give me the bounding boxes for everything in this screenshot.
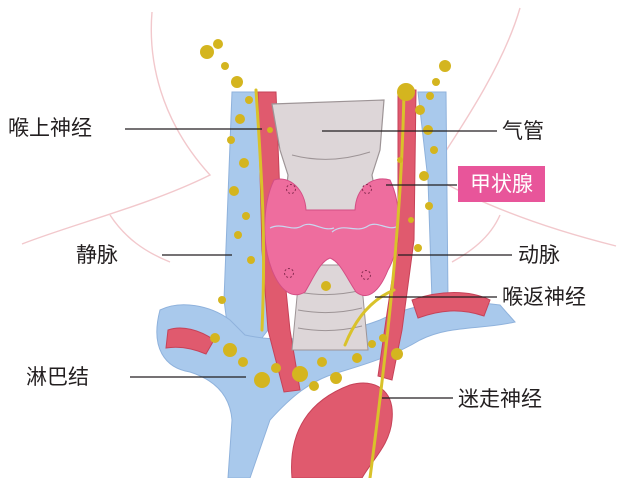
label-recurrent-laryngeal-nerve: 喉返神经 — [502, 285, 586, 309]
label-trachea: 气管 — [502, 119, 544, 143]
label-vagus-nerve: 迷走神经 — [458, 387, 542, 411]
right-vein — [418, 92, 448, 300]
label-superior-laryngeal-nerve: 喉上神经 — [8, 116, 92, 140]
label-vein: 静脉 — [76, 243, 118, 267]
label-lymph-node: 淋巴结 — [26, 365, 89, 389]
label-artery: 动脉 — [518, 243, 560, 267]
label-thyroid: 甲状腺 — [458, 166, 545, 202]
